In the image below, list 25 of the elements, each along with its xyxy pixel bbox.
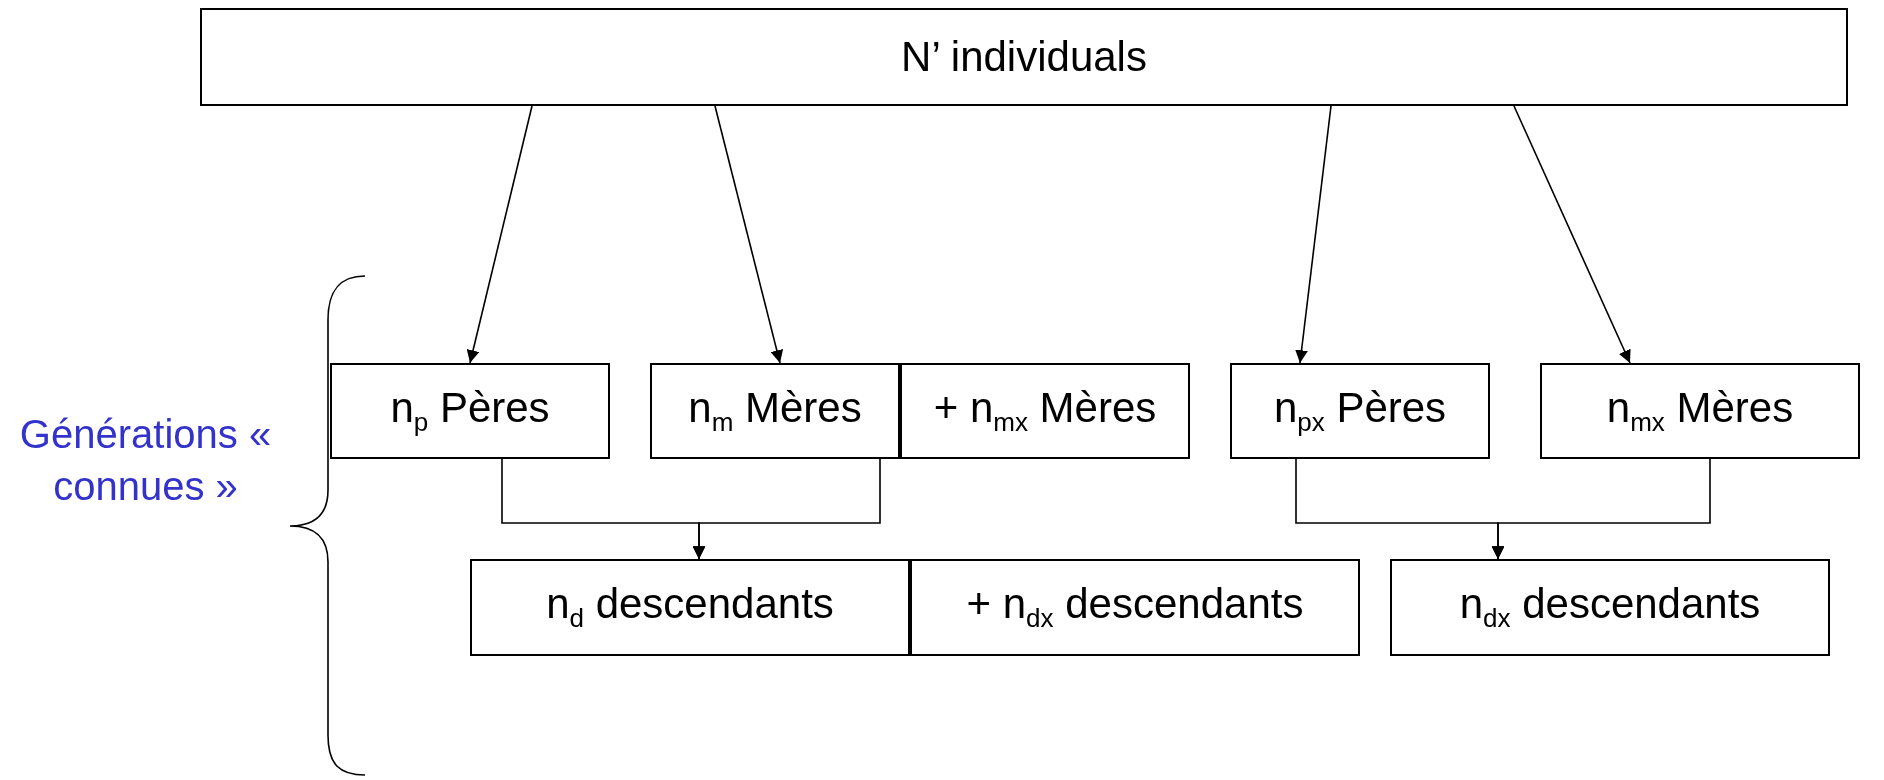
box-label: + n$_{mx}$ Mères: [933, 383, 1157, 439]
box-label: n$_{dx}$ descendants: [1459, 580, 1761, 635]
box-label: n$_{p}$ Pères: [390, 383, 550, 439]
text-box: [200, 8, 1848, 106]
text-box: [470, 559, 910, 656]
arrow: [466, 105, 533, 364]
box-label: n$_{px}$ Pères: [1273, 383, 1447, 439]
box-label: n$_{m}$ Mères: [688, 383, 862, 439]
box-label: N’ individuals: [901, 33, 1147, 81]
text-box: [1540, 363, 1860, 459]
text-box: [1230, 363, 1490, 459]
arrow: [1295, 105, 1332, 364]
arrow: [714, 105, 784, 364]
box-label: n$_{mx}$ Mères: [1606, 383, 1794, 439]
arrow: [692, 458, 881, 560]
text-box: [910, 559, 1360, 656]
side-label: Générations « connues »: [18, 411, 273, 510]
text-box: [900, 363, 1190, 459]
text-box: [650, 363, 900, 459]
box-label: + n$_{dx}$ descendants: [966, 580, 1304, 635]
text-box: [330, 363, 610, 459]
arrow: [1513, 105, 1631, 364]
arrow: [1491, 458, 1711, 560]
text-box: [1390, 559, 1830, 656]
box-label: n$_{d}$ descendants: [546, 580, 834, 635]
